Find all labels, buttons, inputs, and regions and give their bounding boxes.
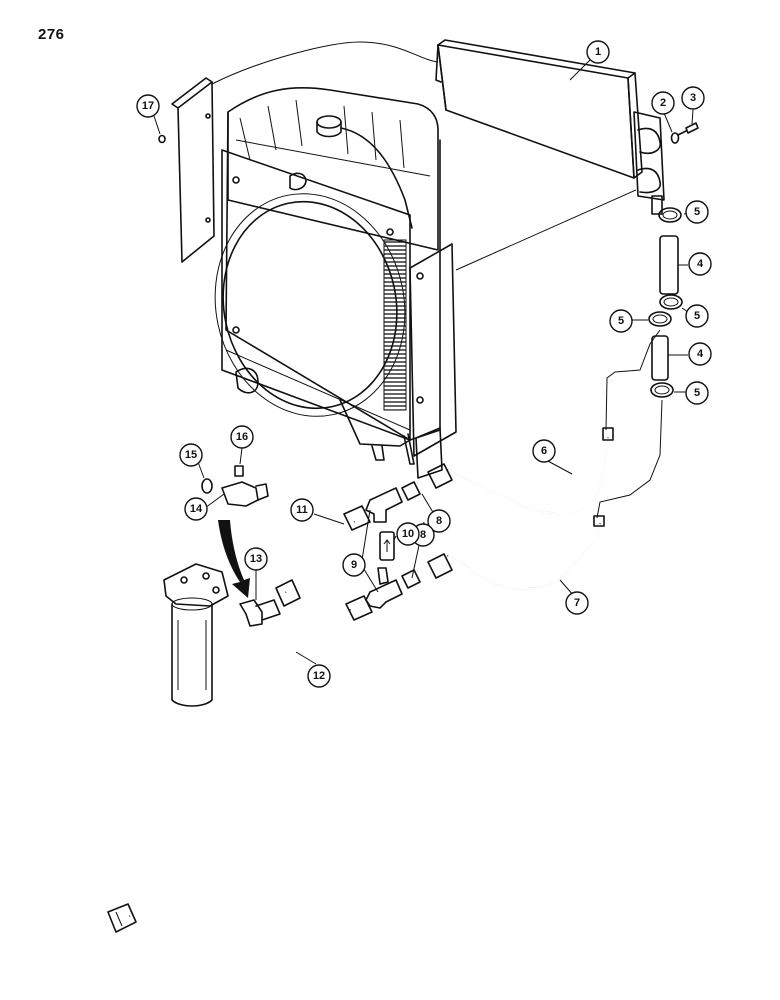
svg-text:5: 5 — [694, 387, 700, 399]
callout-6: 6 — [532, 439, 556, 463]
callout-3: 3 — [681, 86, 705, 110]
bolt — [677, 122, 699, 136]
svg-text:4: 4 — [697, 348, 704, 360]
tube-upper — [447, 427, 614, 515]
svg-text:1: 1 — [595, 46, 601, 58]
connector-lower — [401, 553, 453, 589]
callout-5-mid-left: 5 — [609, 309, 633, 333]
svg-text:8: 8 — [436, 515, 442, 527]
svg-text:15: 15 — [185, 449, 197, 461]
callout-15: 15 — [179, 443, 203, 467]
o-ring — [201, 478, 213, 494]
callout-5-mid-right: 5 — [685, 304, 709, 328]
svg-text:8: 8 — [420, 529, 426, 541]
svg-text:2: 2 — [660, 97, 666, 109]
svg-text:14: 14 — [190, 503, 203, 515]
radiator-plug — [158, 134, 166, 144]
callout-8-upper: 8 — [427, 509, 451, 533]
svg-text:4: 4 — [697, 258, 704, 270]
hose-upper — [659, 235, 679, 295]
svg-text:5: 5 — [618, 315, 624, 327]
callout-16: 16 — [230, 425, 254, 449]
callout-12: 12 — [307, 664, 331, 688]
elbow-fitting — [239, 599, 281, 627]
page-number: 276 — [38, 26, 65, 43]
return-tube — [107, 595, 373, 933]
leader-lines — [151, 59, 695, 665]
callout-5-top: 5 — [685, 200, 709, 224]
radiator — [214, 87, 441, 465]
svg-text:12: 12 — [313, 670, 325, 682]
svg-text:5: 5 — [694, 310, 700, 322]
connector-upper — [401, 463, 453, 501]
svg-text:13: 13 — [250, 553, 262, 565]
tee-upper — [365, 487, 403, 523]
tube-lower — [447, 515, 605, 591]
callout-17: 17 — [136, 94, 160, 118]
callout-2: 2 — [651, 91, 675, 115]
callout-4-lower: 4 — [688, 342, 712, 366]
oil-filter — [163, 563, 229, 707]
hose-lower — [651, 335, 669, 381]
svg-text:5: 5 — [694, 206, 700, 218]
washer — [670, 132, 680, 144]
callout-10: 10 — [396, 522, 420, 546]
oil-cooler — [435, 39, 665, 215]
adapter-fitting — [221, 481, 269, 507]
callout-11: 11 — [290, 498, 314, 522]
svg-text:9: 9 — [351, 559, 357, 571]
callout-13: 13 — [244, 547, 268, 571]
svg-text:3: 3 — [690, 92, 696, 104]
svg-text:10: 10 — [402, 528, 414, 540]
right-baffle — [409, 243, 457, 479]
svg-text:11: 11 — [296, 504, 308, 516]
svg-text:6: 6 — [541, 445, 547, 457]
callout-7: 7 — [565, 591, 589, 615]
callout-5-bottom: 5 — [685, 381, 709, 405]
svg-text:17: 17 — [142, 100, 154, 112]
tee-lower — [365, 567, 403, 609]
plug — [234, 465, 244, 477]
hose-assembly — [275, 505, 371, 607]
callout-1: 1 — [586, 40, 610, 64]
left-baffle — [171, 77, 215, 263]
svg-text:7: 7 — [574, 597, 580, 609]
callout-14: 14 — [184, 497, 208, 521]
assembly-arrow — [218, 520, 250, 598]
callout-4-upper: 4 — [688, 252, 712, 276]
svg-text:16: 16 — [236, 431, 248, 443]
callout-9: 9 — [342, 553, 366, 577]
check-valve — [379, 531, 395, 561]
hose-clamps — [648, 207, 683, 398]
